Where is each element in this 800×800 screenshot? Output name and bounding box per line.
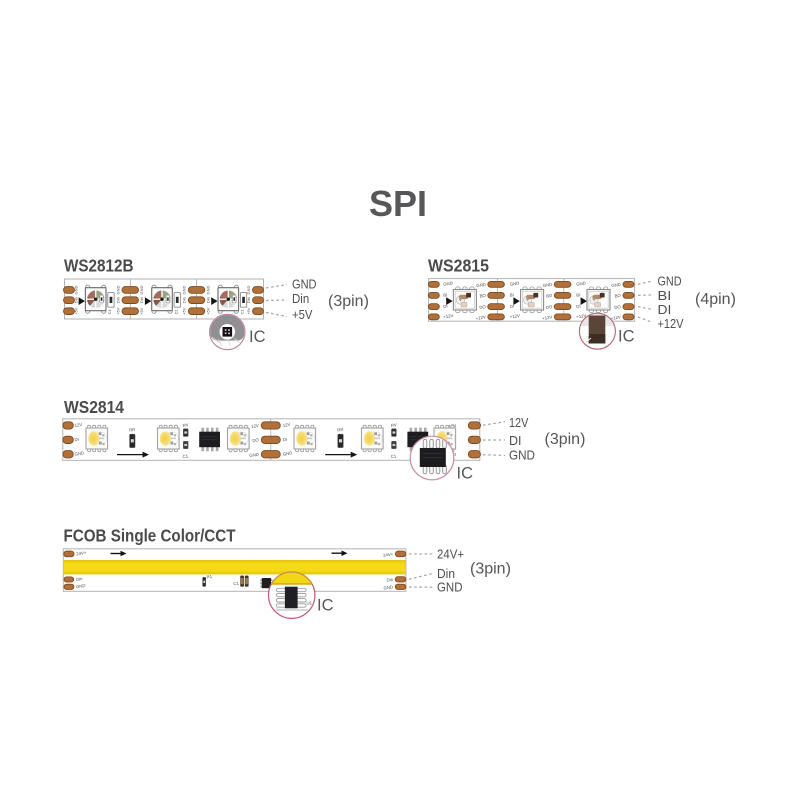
svg-text:Din: Din — [74, 297, 79, 303]
svg-text:GND: GND — [115, 285, 120, 294]
svg-text:Din: Din — [437, 566, 455, 581]
svg-text:+12V: +12V — [658, 316, 684, 331]
svg-text:DO: DO — [614, 304, 622, 310]
svg-text:GND: GND — [249, 452, 259, 458]
svg-text:FCOB Single Color/CCT: FCOB Single Color/CCT — [64, 525, 236, 545]
svg-text:Din: Din — [182, 297, 187, 303]
svg-text:24V+: 24V+ — [437, 547, 464, 562]
svg-text:Din: Din — [139, 297, 144, 303]
svg-text:WS2815: WS2815 — [428, 255, 489, 275]
svg-text:C1: C1 — [107, 308, 112, 314]
svg-text:+12V: +12V — [509, 313, 520, 319]
svg-text:GND: GND — [476, 282, 486, 288]
svg-text:GND: GND — [246, 285, 251, 294]
svg-text:BO: BO — [479, 293, 486, 299]
svg-text:GND: GND — [74, 450, 84, 456]
svg-text:+5V: +5V — [139, 307, 144, 315]
svg-text:(4pin): (4pin) — [695, 291, 736, 308]
svg-text:GND: GND — [74, 285, 79, 294]
svg-text:BO: BO — [546, 293, 553, 299]
svg-text:BI: BI — [509, 292, 514, 298]
svg-text:IC: IC — [317, 596, 334, 614]
svg-text:C1: C1 — [390, 453, 397, 459]
svg-text:GND: GND — [139, 285, 144, 294]
svg-text:WS2812B: WS2812B — [64, 255, 134, 275]
svg-text:+5V: +5V — [246, 307, 251, 315]
svg-text:RR: RR — [337, 427, 344, 433]
svg-text:Din: Din — [386, 577, 394, 583]
svg-text:DO: DO — [479, 304, 487, 310]
svg-text:DI: DI — [576, 304, 581, 310]
svg-text:RV: RV — [391, 422, 398, 428]
svg-text:GND: GND — [383, 584, 393, 590]
svg-text:GND: GND — [282, 450, 292, 456]
svg-text:C1: C1 — [173, 308, 178, 314]
svg-text:BI: BI — [658, 288, 672, 303]
svg-text:+12V: +12V — [576, 313, 587, 319]
svg-text:12V: 12V — [282, 422, 290, 428]
svg-text:GND: GND — [509, 281, 519, 287]
svg-text:IC: IC — [618, 328, 635, 346]
svg-text:+12V: +12V — [443, 313, 454, 319]
svg-text:DI: DI — [658, 302, 672, 317]
svg-text:GND: GND — [576, 281, 586, 287]
svg-text:+12V: +12V — [610, 314, 621, 320]
svg-text:GND: GND — [542, 282, 552, 288]
svg-text:+12V: +12V — [475, 314, 486, 320]
svg-text:12V: 12V — [509, 415, 528, 430]
svg-text:GND: GND — [443, 281, 453, 287]
svg-text:GND: GND — [292, 277, 317, 292]
svg-text:+5V: +5V — [74, 307, 79, 315]
svg-text:C1: C1 — [182, 453, 189, 459]
svg-text:(3pin): (3pin) — [328, 293, 369, 310]
svg-text:+5V: +5V — [292, 307, 313, 322]
svg-text:IC: IC — [249, 328, 266, 346]
svg-text:DI: DI — [443, 304, 448, 310]
svg-text:Din: Din — [115, 297, 120, 303]
svg-text:+12V: +12V — [542, 314, 553, 320]
svg-text:GND: GND — [611, 282, 621, 288]
svg-text:C1: C1 — [240, 308, 245, 314]
svg-text:BI: BI — [576, 292, 581, 298]
svg-text:U1: U1 — [307, 601, 313, 606]
svg-text:RV: RV — [182, 422, 189, 428]
svg-text:Din: Din — [246, 297, 251, 303]
svg-text:24V+: 24V+ — [383, 551, 394, 557]
svg-text:Din: Din — [206, 297, 211, 303]
svg-text:DO: DO — [546, 304, 554, 310]
svg-text:12V: 12V — [251, 423, 259, 429]
svg-text:+5V: +5V — [206, 307, 211, 315]
svg-text:IC: IC — [457, 465, 474, 483]
svg-text:BI: BI — [443, 292, 448, 298]
svg-text:GND: GND — [76, 583, 86, 589]
svg-text:+5V: +5V — [182, 307, 187, 315]
svg-text:WS2814: WS2814 — [64, 397, 124, 417]
svg-text:GND: GND — [206, 285, 211, 294]
svg-text:DI: DI — [74, 437, 79, 443]
svg-text:GND: GND — [437, 580, 463, 595]
svg-text:C1: C1 — [233, 580, 240, 586]
svg-text:Din: Din — [76, 576, 84, 582]
svg-text:R1: R1 — [206, 574, 213, 580]
svg-text:Din: Din — [292, 291, 309, 306]
svg-text:12V: 12V — [74, 422, 82, 428]
svg-text:SPI: SPI — [369, 183, 427, 224]
svg-text:GND: GND — [509, 448, 535, 463]
svg-text:(3pin): (3pin) — [545, 431, 586, 448]
svg-text:GND: GND — [182, 285, 187, 294]
svg-text:24V+: 24V+ — [76, 550, 87, 556]
svg-text:DO: DO — [252, 437, 260, 443]
svg-text:DI: DI — [282, 437, 287, 443]
svg-text:DI: DI — [509, 304, 514, 310]
svg-text:DI: DI — [509, 433, 522, 448]
svg-text:RR: RR — [129, 427, 136, 433]
svg-text:(3pin): (3pin) — [470, 561, 511, 578]
svg-text:+5V: +5V — [115, 307, 120, 315]
svg-text:GND: GND — [658, 274, 682, 289]
svg-text:BO: BO — [614, 293, 621, 299]
